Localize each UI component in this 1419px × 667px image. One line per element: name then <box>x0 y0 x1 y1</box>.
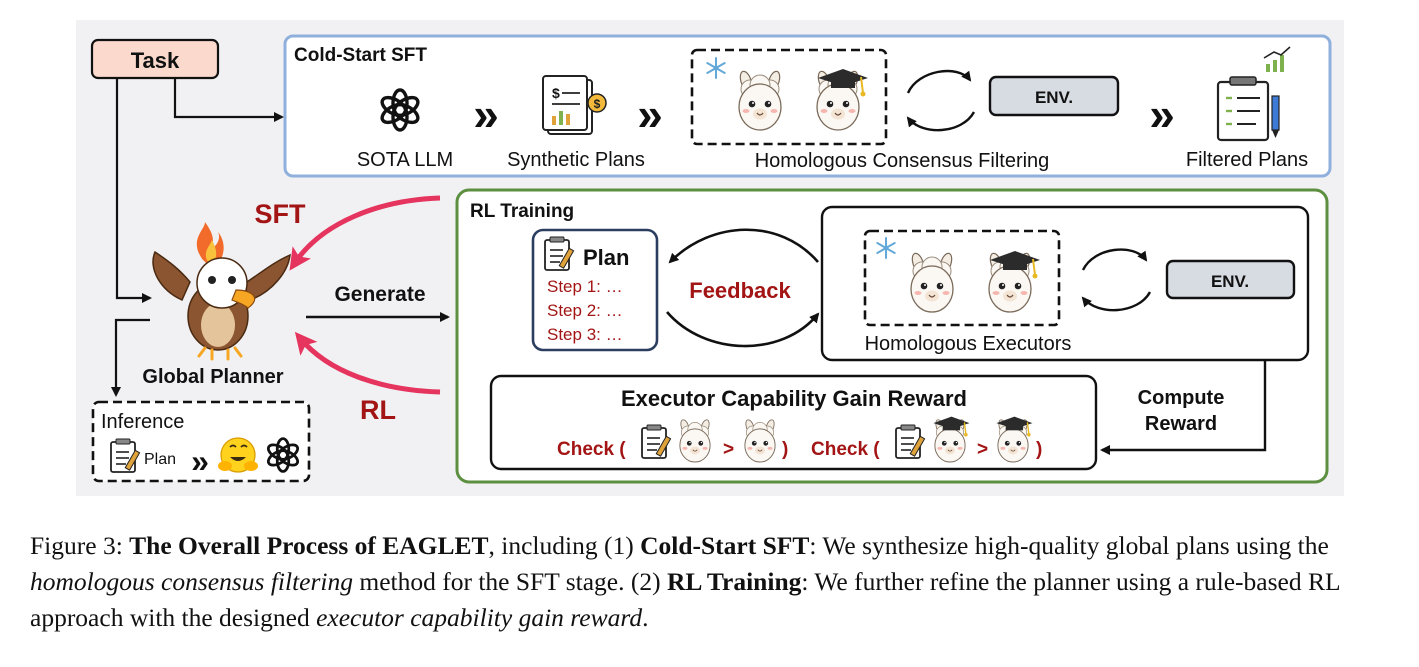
env-box: ENV. <box>988 75 1120 117</box>
plan-step: Step 3: … <box>547 325 623 344</box>
inference-title: Inference <box>101 411 184 433</box>
synthetic-plans-icon: $ $ <box>542 75 607 135</box>
caption-bold: The Overall Process of EAGLET <box>129 531 489 560</box>
greater-than: > <box>977 439 988 460</box>
env-label: ENV. <box>1035 88 1073 107</box>
plan-card-title: Plan <box>583 245 629 270</box>
compute-reward-label: Compute <box>1138 387 1225 409</box>
reward-title: Executor Capability Gain Reward <box>621 386 967 411</box>
plan-doc-icon <box>895 424 926 459</box>
generate-label: Generate <box>334 283 425 306</box>
greater-than: > <box>723 439 734 460</box>
env-label: ENV. <box>1211 272 1249 291</box>
task-label: Task <box>131 48 180 73</box>
executors-box: Homologous Executors ENV. <box>820 205 1310 362</box>
svg-text:$: $ <box>594 97 601 111</box>
chevrons-icon: » <box>637 88 663 140</box>
alpaca-icon <box>678 418 712 463</box>
filtering-label: Homologous Consensus Filtering <box>755 150 1050 172</box>
inference-connector <box>111 318 150 397</box>
cycle-arrows-icon <box>906 69 976 132</box>
svg-text:$: $ <box>552 85 560 101</box>
cold-start-panel: Cold-Start SFT SOTA LLM » $ $ Synthetic … <box>283 34 1332 178</box>
filtered-plans-icon <box>1216 46 1291 142</box>
feedback-label: Feedback <box>689 278 791 303</box>
sota-llm-label: SOTA LLM <box>357 149 453 171</box>
plan-card: Plan Step 1: … Step 2: … Step 3: … <box>531 228 659 352</box>
task-box: Task <box>90 38 220 80</box>
rl-training-title: RL Training <box>470 201 574 222</box>
chevrons-icon: » <box>191 443 209 479</box>
sft-arrow <box>289 195 441 271</box>
rl-label: RL <box>360 395 396 425</box>
inference-box: Inference Plan » <box>91 400 311 483</box>
global-planner-label: Global Planner <box>142 366 283 388</box>
plan-step: Step 2: … <box>547 301 623 320</box>
plan-doc-icon <box>641 424 672 459</box>
reward-box: Executor Capability Gain Reward Check ( … <box>489 374 1098 471</box>
env-box <box>1165 259 1296 300</box>
plan-step: Step 1: … <box>547 277 623 296</box>
cold-start-title: Cold-Start SFT <box>294 45 427 66</box>
close-paren: ) <box>1036 439 1042 460</box>
alpaca-icon <box>909 251 955 313</box>
caption-bold: Cold-Start SFT <box>640 531 810 560</box>
caption-text: . <box>642 603 649 632</box>
caption-text: : We further refine the planner using a … <box>30 567 1340 632</box>
check-label: Check ( <box>811 439 880 460</box>
plan-doc-icon <box>110 438 141 473</box>
compute-reward-arrow <box>1100 360 1267 455</box>
filtered-plans-label: Filtered Plans <box>1186 149 1308 171</box>
close-paren: ) <box>782 439 788 460</box>
caption-text: , including (1) <box>488 531 641 560</box>
eaglet-diagram: Task Cold-Start SFT SOTA LLM » $ $ Synth… <box>76 20 1344 496</box>
sft-label: SFT <box>255 199 307 229</box>
task-connectors <box>115 78 284 303</box>
caption-bold: RL Training <box>666 567 802 596</box>
eagle-icon <box>152 222 291 361</box>
chevrons-icon: » <box>473 88 499 140</box>
caption-prefix: Figure 3: <box>30 531 130 560</box>
caption-text: : We synthesize high-quality global plan… <box>809 531 1329 560</box>
rl-arrow <box>294 331 441 395</box>
synthetic-plans-label: Synthetic Plans <box>507 149 645 171</box>
feedback-arrows <box>666 228 820 348</box>
executors-label: Homologous Executors <box>865 333 1072 355</box>
cycle-arrows-icon <box>1081 248 1152 312</box>
filtering-alpacas <box>690 48 888 146</box>
hugging-face-icon <box>218 437 258 473</box>
figure-caption: Figure 3: The Overall Process of EAGLET,… <box>30 528 1395 636</box>
check-label: Check ( <box>557 439 626 460</box>
inference-plan-label: Plan <box>144 451 176 468</box>
chevrons-icon: » <box>1149 88 1175 140</box>
caption-italic: homologous consensus filtering <box>30 567 353 596</box>
rl-training-panel: RL Training Plan Step 1: … Step 2: … Ste… <box>455 188 1329 484</box>
plan-doc-icon <box>544 236 575 271</box>
caption-text: method for the SFT stage. (2) <box>353 567 667 596</box>
compute-reward-label: Reward <box>1145 413 1217 435</box>
alpaca-icon <box>743 418 777 463</box>
caption-italic: executor capability gain reward <box>316 603 643 632</box>
alpaca-icon <box>737 69 783 131</box>
